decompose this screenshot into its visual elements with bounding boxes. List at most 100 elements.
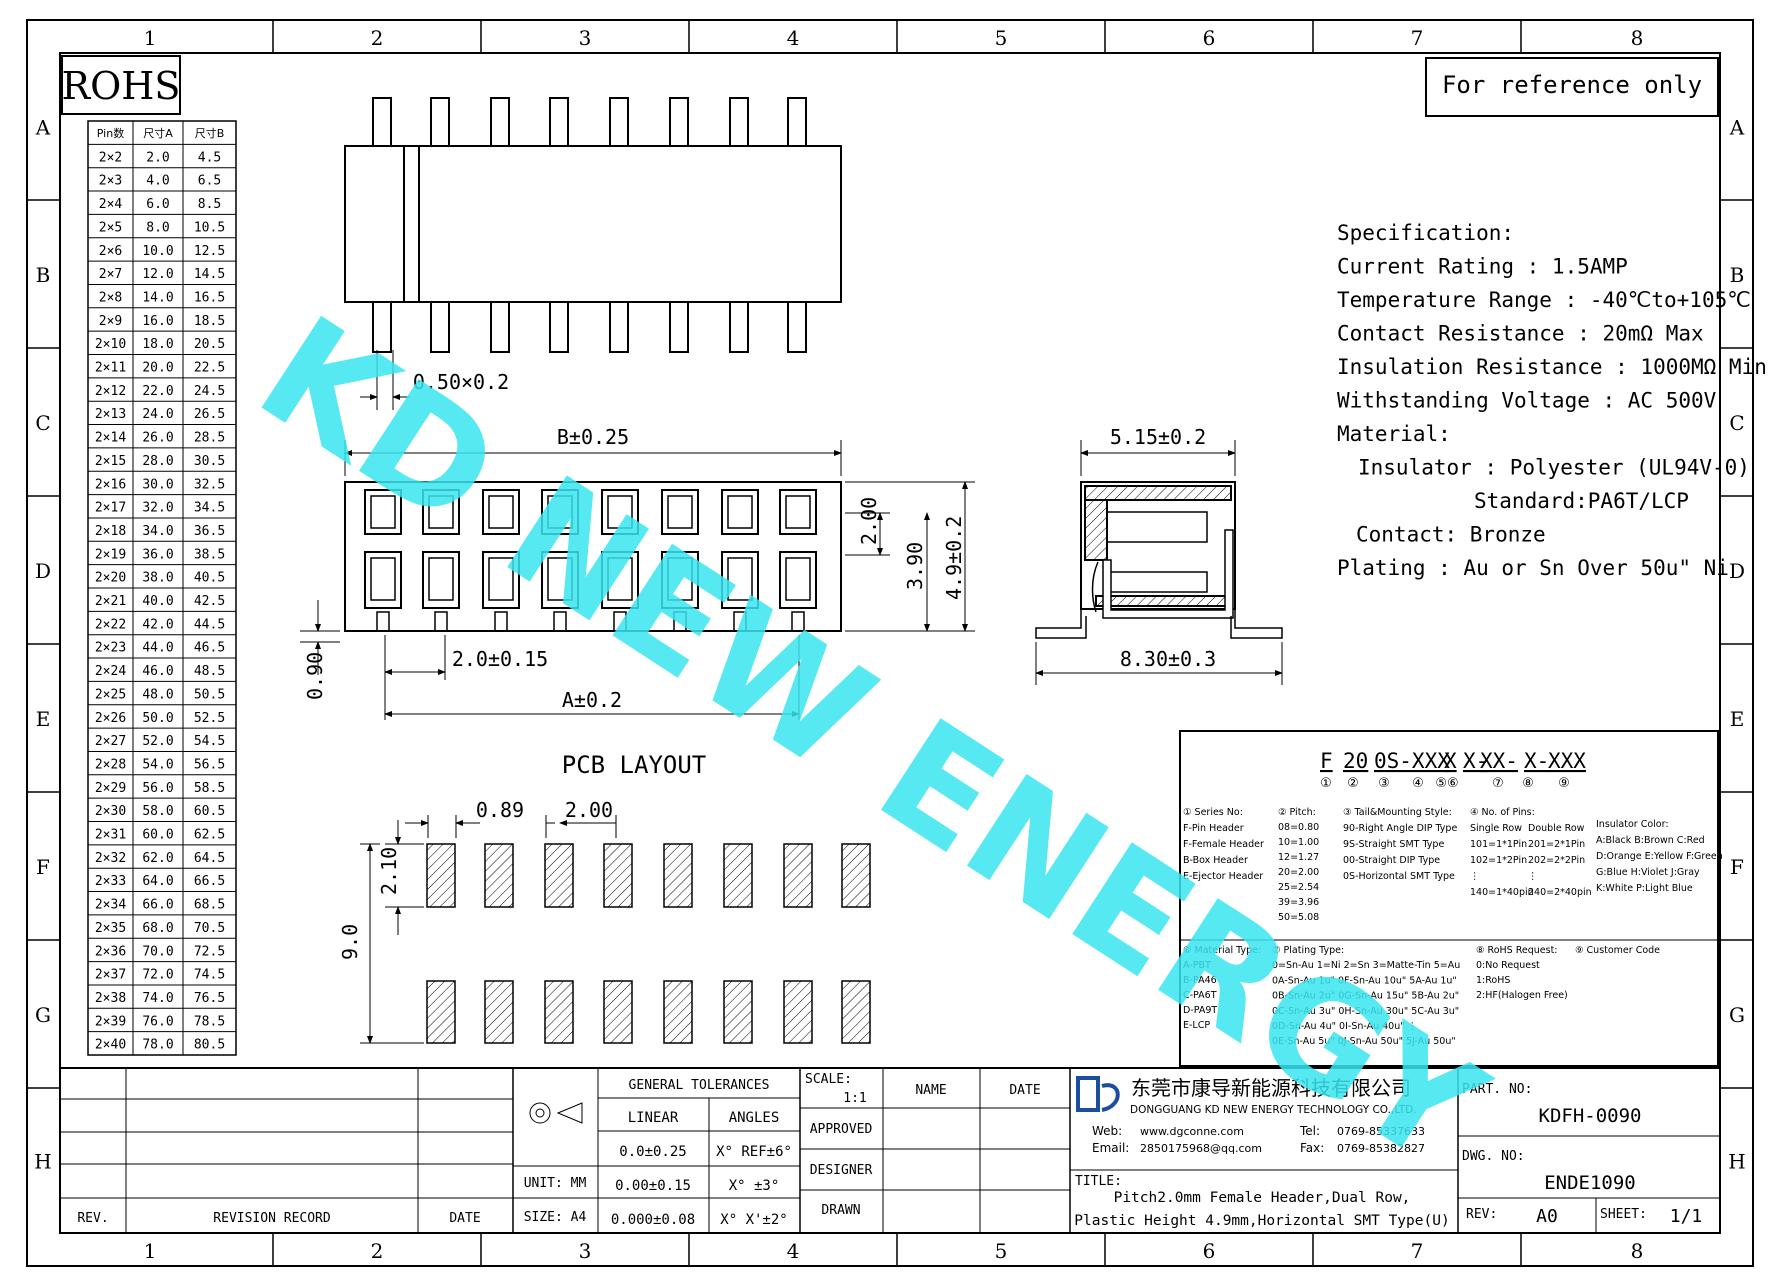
table-cell: 2×38 xyxy=(95,991,126,1006)
pcb-pad-top xyxy=(723,843,753,908)
table-cell: 50.0 xyxy=(142,711,173,726)
row-label-left: G xyxy=(35,1003,51,1027)
code-marker: ⑧ xyxy=(1522,776,1534,791)
legend-line: 0:No Request xyxy=(1476,960,1540,971)
legend-line: ⑨ Customer Code xyxy=(1575,945,1660,956)
row-label-right: H xyxy=(1728,1150,1745,1174)
legend-line: 102=1*2Pin xyxy=(1470,855,1527,866)
pcb-pad-bottom xyxy=(544,980,574,1044)
part-code-box xyxy=(1179,730,1719,1067)
table-cell: 2×10 xyxy=(95,337,126,352)
projection-cone-icon xyxy=(556,1102,583,1124)
row-label-right: E xyxy=(1730,707,1745,731)
table-cell: 8.5 xyxy=(198,197,221,212)
legend-line: A:Black B:Brown C:Red xyxy=(1596,835,1705,846)
code-marker: ② xyxy=(1347,776,1359,791)
table-cell: 56.0 xyxy=(142,781,173,796)
pin-top xyxy=(729,97,749,147)
table-cell: 2×35 xyxy=(95,921,126,936)
watermark: KD NEW ENERGY xyxy=(230,284,1512,1201)
legend-line: ① Series No: xyxy=(1183,807,1243,818)
table-cell: 32.0 xyxy=(142,501,173,516)
row-label-right: D xyxy=(1729,559,1745,583)
dim-9-0: 9.0 xyxy=(338,924,362,960)
dim-2-00: 2.00 xyxy=(857,497,881,545)
title-block-text: PART. NO: xyxy=(1462,1082,1532,1097)
spec-line: Insulator : Polyester (UL94V-0) xyxy=(1358,456,1750,480)
row-label-left: C xyxy=(35,411,50,435)
table-cell: 20.0 xyxy=(142,361,173,376)
table-cell: 58.5 xyxy=(194,781,225,796)
table-cell: 2×32 xyxy=(95,851,126,866)
table-cell: 44.5 xyxy=(194,617,225,632)
legend-line: 0C-Sn-Au 3u" 0H-Sn-Au 30u" 5C-Au 3u" xyxy=(1272,1006,1459,1017)
dim-4-9: 4.9±0.2 xyxy=(942,516,966,600)
row-label-left: A xyxy=(35,116,51,140)
dim-a: A±0.2 xyxy=(562,688,622,712)
table-cell: 46.0 xyxy=(142,664,173,679)
pcb-pad-bottom xyxy=(426,980,456,1044)
table-cell: 2×21 xyxy=(95,594,126,609)
pcb-pad-bottom xyxy=(783,980,813,1044)
table-cell: 52.0 xyxy=(142,734,173,749)
table-cell: 74.5 xyxy=(194,968,225,983)
table-cell: 76.5 xyxy=(194,991,225,1006)
legend-line: 39=3.96 xyxy=(1278,897,1319,908)
column-label-top: 8 xyxy=(1631,26,1644,50)
column-label-bottom: 2 xyxy=(371,1239,384,1263)
pcb-pad-top xyxy=(783,843,813,908)
table-cell: 70.5 xyxy=(194,921,225,936)
legend-line: 0A-Sn-Au 1u" 0F-Sn-Au 10u" 5A-Au 1u" xyxy=(1272,975,1457,986)
pin-top xyxy=(549,97,569,147)
title-block-text: DATE xyxy=(1009,1083,1040,1098)
title-block-text: X° ±3° xyxy=(729,1178,780,1194)
spec-line: Plating : Au or Sn Over 50u" Ni xyxy=(1337,556,1729,580)
column-label-bottom: 1 xyxy=(144,1239,157,1263)
title-block-text: X° REF±6° xyxy=(716,1144,792,1160)
legend-line: 0=Sn-Au 1=Ni 2=Sn 3=Matte-Tin 5=Au xyxy=(1272,960,1460,971)
title-block-text: 0769-85337633 xyxy=(1337,1125,1425,1138)
code-segment: X xyxy=(1444,749,1457,773)
table-cell: 2×34 xyxy=(95,898,126,913)
pcb-pad-bottom xyxy=(841,980,871,1044)
column-label-top: 4 xyxy=(787,26,800,50)
pcb-pad-top xyxy=(484,843,514,908)
spec-line: Current Rating : 1.5AMP xyxy=(1337,255,1628,279)
column-label-top: 3 xyxy=(579,26,592,50)
table-cell: 2×36 xyxy=(95,944,126,959)
cavity-upper xyxy=(364,489,402,535)
legend-line: ② Pitch: xyxy=(1278,807,1316,818)
cavity-lower xyxy=(422,551,460,609)
cavity-upper xyxy=(482,489,520,535)
table-cell: 48.0 xyxy=(142,687,173,702)
code-marker: ④ xyxy=(1412,776,1424,791)
table-cell: 58.0 xyxy=(142,804,173,819)
legend-line: ⑥ Material Type: xyxy=(1183,945,1261,956)
contact-foot xyxy=(791,611,805,631)
table-cell: 2×6 xyxy=(99,244,122,259)
legend-line: 101=1*1Pin xyxy=(1470,839,1527,850)
cavity-upper xyxy=(661,489,699,535)
spec-line: Contact: Bronze xyxy=(1356,523,1546,547)
pcb-pads xyxy=(426,843,871,1044)
table-cell: 2×13 xyxy=(95,407,126,422)
table-cell: 34.5 xyxy=(194,501,225,516)
table-cell: 28.0 xyxy=(142,454,173,469)
table-header: 尺寸B xyxy=(195,126,225,140)
row-label-right: G xyxy=(1729,1003,1745,1027)
pcb-pad-bottom xyxy=(484,980,514,1044)
pin-bottom xyxy=(609,301,629,353)
table-cell: 62.5 xyxy=(194,828,225,843)
title-block-text: 0.000±0.08 xyxy=(611,1212,695,1228)
legend-line: C-PA6T xyxy=(1183,990,1217,1001)
title-block-text: REV. xyxy=(77,1211,108,1226)
table-cell: 2×18 xyxy=(95,524,126,539)
table-cell: 42.5 xyxy=(194,594,225,609)
title-block-text: SIZE: A4 xyxy=(524,1210,587,1225)
pin-bottom xyxy=(372,301,392,353)
legend-line: 12=1.27 xyxy=(1278,852,1319,863)
